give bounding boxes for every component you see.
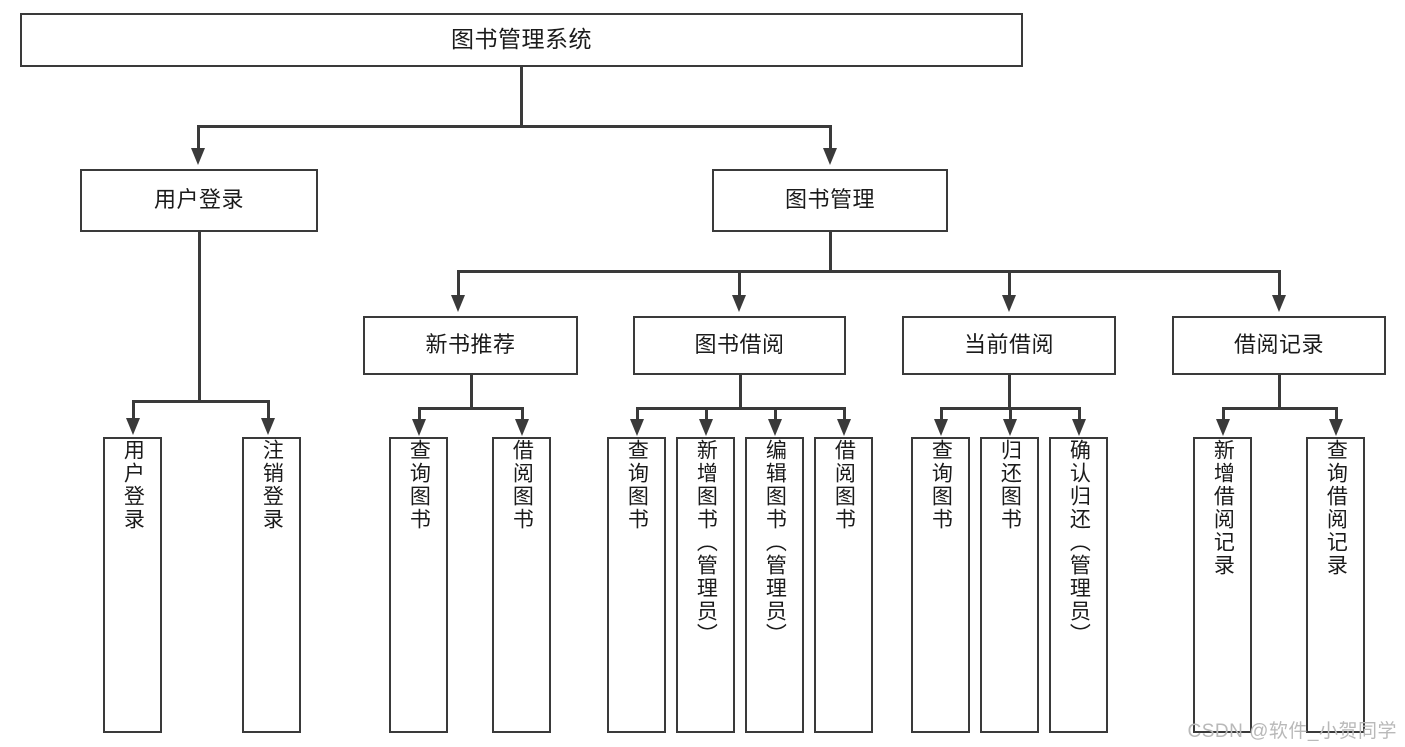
leaf-query-record-label: 查询借阅记录 (1324, 439, 1348, 577)
leaf-edit-book[interactable]: 编辑图书（管理员） (745, 437, 804, 733)
arrowhead-bb-leaf-4 (837, 419, 851, 436)
leaf-confirm-return[interactable]: 确认归还（管理员） (1049, 437, 1108, 733)
node-borrow-record[interactable]: 借阅记录 (1172, 316, 1386, 375)
connector-bb-drop-2 (705, 407, 708, 421)
connector-book-management-bus (457, 270, 1278, 273)
leaf-confirm-return-label: 确认归还（管理员） (1067, 439, 1091, 646)
connector-root-to-book-management (829, 125, 832, 151)
node-book-borrow[interactable]: 图书借阅 (633, 316, 846, 375)
leaf-borrow-book-1[interactable]: 借阅图书 (492, 437, 551, 733)
arrowhead-bb-leaf-2 (699, 419, 713, 436)
arrowhead-user-login-leaf-2 (261, 418, 275, 435)
connector-nbr-bus (418, 407, 522, 410)
connector-user-login-drop-1 (132, 400, 135, 420)
node-new-book-recommend-label: 新书推荐 (425, 332, 516, 358)
watermark: CSDN @软件_小贺同学 (1187, 721, 1397, 742)
connector-nbr-drop-1 (418, 407, 421, 421)
leaf-query-book-2[interactable]: 查询图书 (607, 437, 666, 733)
arrowhead-user-login-leaf-1 (126, 418, 140, 435)
leaf-logout-label: 注销登录 (260, 439, 284, 531)
connector-bb-drop-4 (843, 407, 846, 421)
node-book-borrow-label: 图书借阅 (694, 332, 785, 358)
leaf-query-book-1[interactable]: 查询图书 (389, 437, 448, 733)
leaf-logout[interactable]: 注销登录 (242, 437, 301, 733)
leaf-query-record[interactable]: 查询借阅记录 (1306, 437, 1365, 733)
connector-root-stem (520, 67, 523, 126)
leaf-borrow-book-2[interactable]: 借阅图书 (814, 437, 873, 733)
connector-cb-drop-2 (1009, 407, 1012, 421)
arrowhead-br-leaf-2 (1329, 419, 1343, 436)
connector-bm-drop-2 (738, 270, 741, 297)
connector-br-stem (1278, 375, 1281, 409)
connector-user-login-drop-2 (267, 400, 270, 420)
arrowhead-nbr-leaf-2 (515, 419, 529, 436)
connector-book-management-stem (829, 232, 832, 272)
arrowhead-cb-leaf-1 (934, 419, 948, 436)
arrowhead-bm-to-current-borrow (1002, 295, 1016, 312)
node-current-borrow[interactable]: 当前借阅 (902, 316, 1116, 375)
node-borrow-record-label: 借阅记录 (1233, 332, 1324, 358)
connector-user-login-bus (132, 400, 267, 403)
arrowhead-bm-to-new-book-recommend (451, 295, 465, 312)
node-root[interactable]: 图书管理系统 (20, 13, 1023, 67)
connector-root-bus (197, 125, 832, 128)
node-current-borrow-label: 当前借阅 (963, 332, 1054, 358)
arrowhead-bm-to-borrow-record (1272, 295, 1286, 312)
arrowhead-bm-to-book-borrow (732, 295, 746, 312)
leaf-borrow-book-2-label: 借阅图书 (832, 439, 856, 531)
connector-bm-drop-4 (1278, 270, 1281, 297)
leaf-user-login-label: 用户登录 (121, 439, 145, 531)
leaf-borrow-book-1-label: 借阅图书 (510, 439, 534, 531)
node-book-management[interactable]: 图书管理 (712, 169, 948, 232)
arrowhead-br-leaf-1 (1216, 419, 1230, 436)
arrowhead-bb-leaf-1 (630, 419, 644, 436)
connector-br-drop-2 (1335, 407, 1338, 421)
arrowhead-root-to-user-login (191, 148, 205, 165)
connector-bm-drop-1 (457, 270, 460, 297)
connector-bb-drop-3 (774, 407, 777, 421)
connector-cb-stem (1008, 375, 1011, 409)
arrowhead-cb-leaf-3 (1072, 419, 1086, 436)
leaf-add-record-label: 新增借阅记录 (1211, 439, 1235, 577)
connector-root-to-user-login (197, 125, 200, 151)
node-new-book-recommend[interactable]: 新书推荐 (363, 316, 578, 375)
leaf-return-book-label: 归还图书 (998, 439, 1022, 531)
connector-cb-drop-3 (1078, 407, 1081, 421)
connector-bb-drop-1 (636, 407, 639, 421)
leaf-query-book-3[interactable]: 查询图书 (911, 437, 970, 733)
leaf-user-login[interactable]: 用户登录 (103, 437, 162, 733)
leaf-add-record[interactable]: 新增借阅记录 (1193, 437, 1252, 733)
arrowhead-root-to-book-management (823, 148, 837, 165)
leaf-query-book-1-label: 查询图书 (407, 439, 431, 531)
node-root-label: 图书管理系统 (451, 26, 592, 53)
connector-br-bus (1222, 407, 1336, 410)
leaf-query-book-3-label: 查询图书 (929, 439, 953, 531)
arrowhead-bb-leaf-3 (768, 419, 782, 436)
arrowhead-cb-leaf-2 (1003, 419, 1017, 436)
connector-cb-drop-1 (940, 407, 943, 421)
connector-nbr-drop-2 (521, 407, 524, 421)
leaf-add-book-label: 新增图书（管理员） (694, 439, 718, 646)
connector-br-drop-1 (1222, 407, 1225, 421)
connector-user-login-stem (198, 232, 201, 402)
leaf-add-book[interactable]: 新增图书（管理员） (676, 437, 735, 733)
node-user-login-label: 用户登录 (153, 187, 244, 213)
leaf-return-book[interactable]: 归还图书 (980, 437, 1039, 733)
node-user-login[interactable]: 用户登录 (80, 169, 318, 232)
connector-bb-bus (636, 407, 844, 410)
connector-bb-stem (739, 375, 742, 409)
leaf-query-book-2-label: 查询图书 (625, 439, 649, 531)
connector-bm-drop-3 (1008, 270, 1011, 297)
node-book-management-label: 图书管理 (784, 187, 875, 213)
connector-nbr-stem (470, 375, 473, 409)
arrowhead-nbr-leaf-1 (412, 419, 426, 436)
leaf-edit-book-label: 编辑图书（管理员） (763, 439, 787, 646)
